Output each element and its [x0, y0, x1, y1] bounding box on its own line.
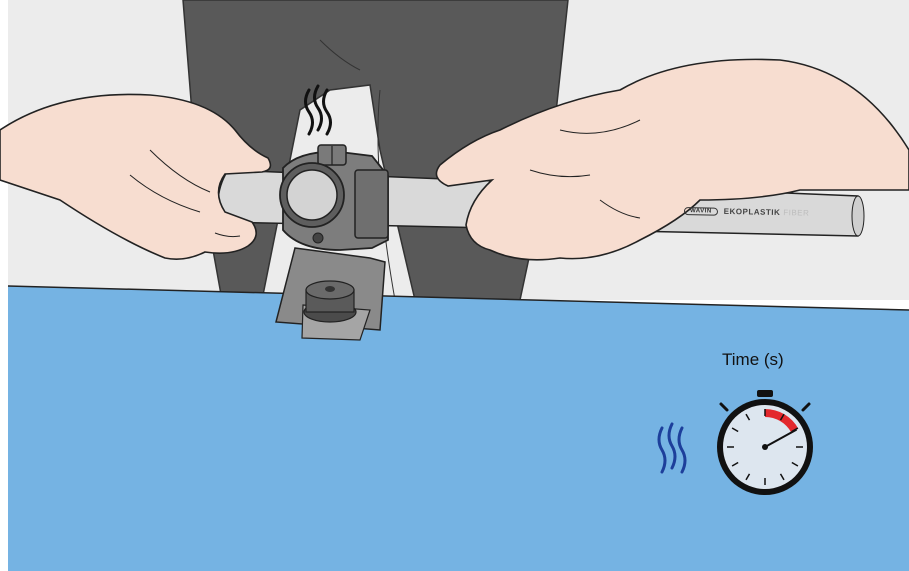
pipe-end: [852, 196, 864, 236]
pipe-print-brand: EKOPLASTIK: [724, 207, 781, 217]
tool-socket: [287, 170, 337, 220]
tool-side-block: [355, 170, 388, 238]
pipe-print-suffix: FIBER: [783, 208, 809, 218]
pipe-print-logo: WAVIN: [684, 207, 718, 216]
knob-screw: [325, 286, 335, 292]
tool-screw: [313, 233, 323, 243]
stopwatch-crown: [757, 390, 773, 397]
timer-label: Time (s): [722, 350, 784, 370]
